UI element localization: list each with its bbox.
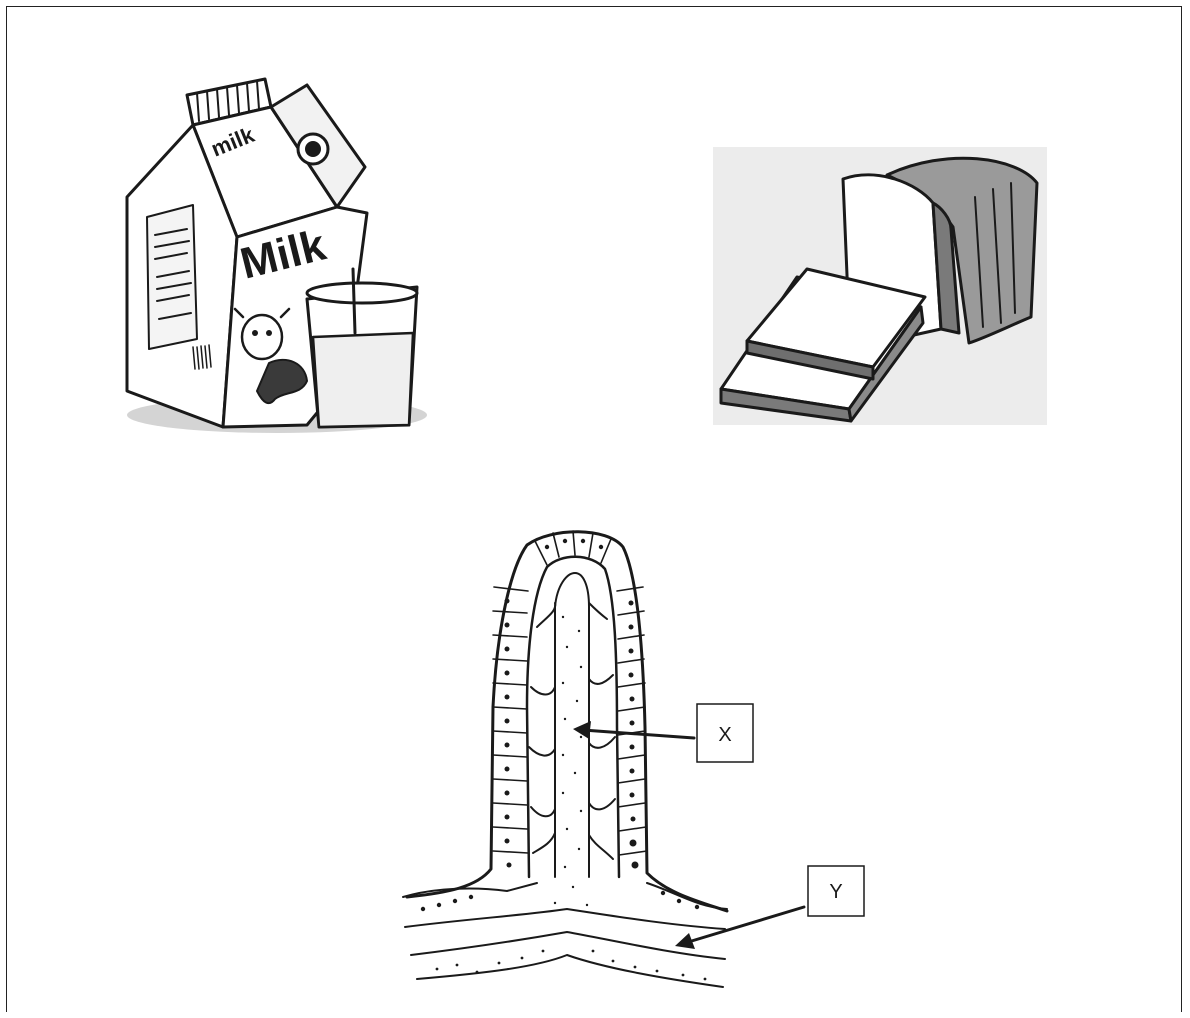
figure-canvas: milk Milk xyxy=(7,7,1183,1013)
label-x-text: X xyxy=(718,724,731,746)
figure-frame: milk Milk xyxy=(6,6,1182,1012)
bread-illustration xyxy=(713,147,1047,425)
label-y: Y xyxy=(808,866,864,916)
label-y-text: Y xyxy=(829,881,842,903)
label-x: X xyxy=(697,704,753,762)
